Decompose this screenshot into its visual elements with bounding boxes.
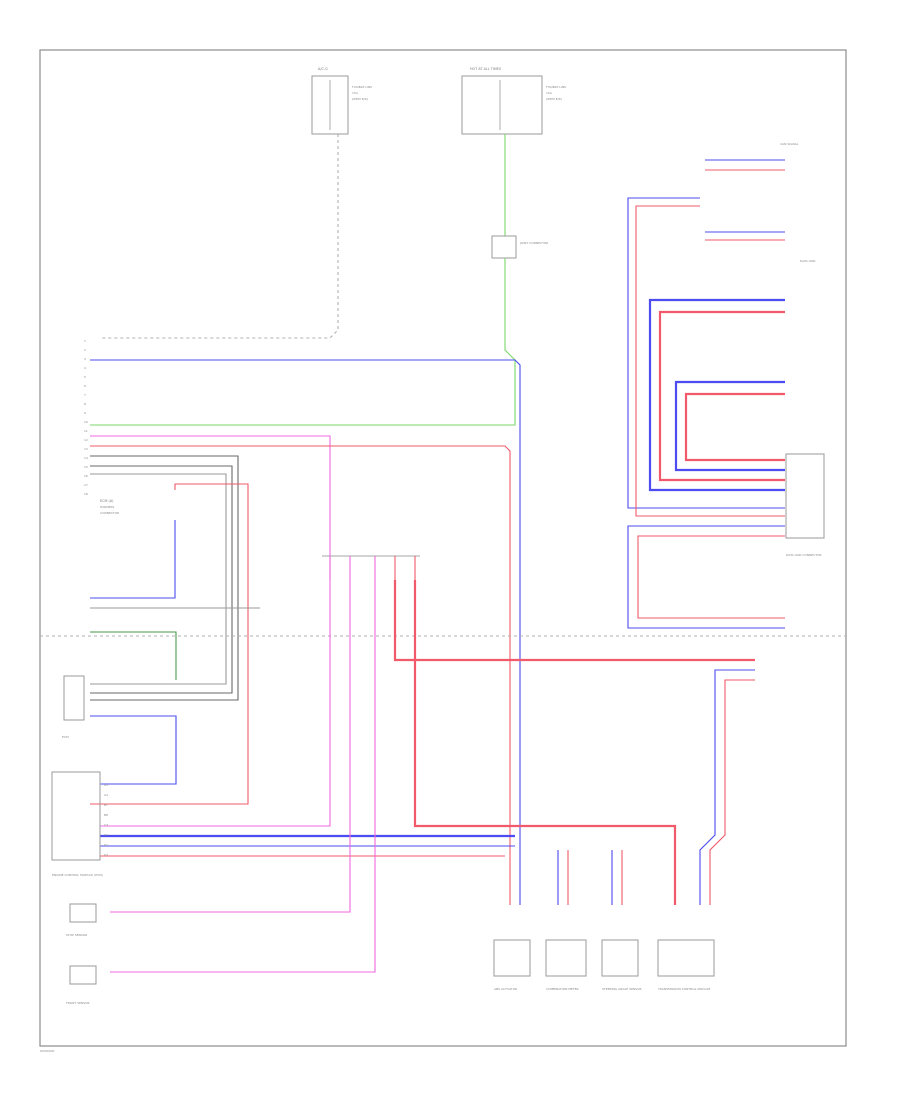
ecm-pin-label: B8: [104, 813, 108, 817]
ecm-pin-label: C3: [104, 823, 108, 827]
svg-text:15A: 15A: [352, 91, 359, 95]
top-left-connector: A/C-G FUSIBLE LINK 15A (IPDM E/R): [311, 67, 373, 135]
top-center-connector: HOT AT ALL TIMES FUSIBLE LINK 10A (IPDM …: [461, 67, 567, 135]
front-sensor: FRONT SENSOR: [66, 965, 97, 1005]
wire-pink-main: [90, 435, 331, 500]
ecm-pin-label: A4: [104, 793, 108, 797]
left-pin-label: 14: [84, 456, 88, 460]
left-pin-label: 3: [84, 357, 86, 361]
wire-tcm-red: [709, 679, 755, 905]
svg-text:A/C-G: A/C-G: [318, 67, 328, 71]
diagram-frame: [39, 49, 847, 1047]
wire-green-left: [90, 631, 177, 680]
left-pin-label: 6: [84, 384, 86, 388]
left-pin-label: 16: [84, 474, 88, 478]
wire-blue-cpu: [90, 715, 177, 785]
engine-ecm-module: ENGINE CONTROL MODULE (ECM) A3A4B7B8C3C4…: [51, 771, 108, 877]
bottom-module: TRANSMISSION CONTROL MODULE: [657, 939, 715, 991]
ecm-pin-label: A3: [104, 783, 108, 787]
left-pin-label: 12: [84, 438, 88, 442]
left-pin-label: 7: [84, 393, 86, 397]
wire-pink-stop: [110, 580, 351, 913]
svg-text:DATA LINK: DATA LINK: [800, 259, 816, 263]
svg-text:FUSIBLE LINK: FUSIBLE LINK: [546, 85, 567, 89]
wire-red-h2: [413, 580, 677, 905]
ecm-pin-label: B7: [104, 803, 108, 807]
wire-blue-left: [90, 520, 176, 599]
stop-sensor: STOP SENSOR: [66, 903, 97, 937]
bottom-module-label: TRANSMISSION CONTROL MODULE: [657, 987, 710, 991]
svg-text:DATA LINK CONNECTOR: DATA LINK CONNECTOR: [786, 553, 822, 557]
bottom-module-box: [545, 939, 587, 977]
left-pin-label: 13: [84, 447, 88, 451]
bottom-module: ABS ACTUATOR: [493, 939, 531, 991]
svg-text:HOT AT ALL TIMES: HOT AT ALL TIMES: [470, 67, 501, 71]
lbl-connector-a2: HARNESS: [100, 505, 114, 509]
left-pin-label: 8: [84, 402, 86, 406]
wire-dash-top: [100, 134, 339, 339]
splice-box: [322, 555, 420, 580]
left-pin-label: 2: [84, 348, 86, 352]
left-pin-label: 1: [84, 339, 86, 343]
lbl-connector-a3: CONNECTOR: [100, 511, 119, 515]
svg-text:FUSIBLE LINK: FUSIBLE LINK: [352, 85, 373, 89]
wire-pink-right: [100, 500, 331, 827]
svg-text:STOP SENSOR: STOP SENSOR: [66, 933, 87, 937]
svg-text:CAN SIGNAL: CAN SIGNAL: [780, 142, 799, 146]
mid-joint-connector: JOINT CONNECTOR: [491, 235, 548, 259]
bottom-module-box: [601, 939, 639, 977]
svg-text:JOINT CONNECTOR: JOINT CONNECTOR: [519, 241, 548, 245]
wire-gray-3: [90, 473, 227, 685]
wire-red-left: [90, 483, 249, 805]
svg-text:FRONT SENSOR: FRONT SENSOR: [66, 1001, 90, 1005]
bottom-module-label: ABS ACTUATOR: [494, 987, 517, 991]
wire-tcm-blue: [699, 669, 755, 905]
ecm-pin-label: D1: [104, 843, 108, 847]
svg-text:(IPDM E/R): (IPDM E/R): [546, 97, 562, 101]
left-pin-label: 4: [84, 366, 86, 370]
wire-green-main: [90, 258, 516, 426]
bottom-module-box: [657, 939, 715, 977]
svg-text:10A: 10A: [546, 91, 553, 95]
left-pin-label: 9: [84, 411, 86, 415]
wire-red-main: [90, 445, 511, 905]
left-pin-label: 17: [84, 483, 88, 487]
wire-gray-2: [90, 465, 233, 694]
wire-red-h1: [393, 580, 755, 662]
wire-blue-trunk: [90, 359, 521, 905]
svg-text:(IPDM E/R): (IPDM E/R): [352, 97, 368, 101]
left-pin-label: 15: [84, 465, 88, 469]
bottom-module: STEERING ANGLE SENSOR: [601, 939, 642, 991]
bottom-module-box: [493, 939, 531, 977]
bottom-module-label: STEERING ANGLE SENSOR: [602, 987, 642, 991]
left-pin-label: 11: [84, 429, 88, 433]
svg-text:ENGINE CONTROL MODULE (ECM): ENGINE CONTROL MODULE (ECM): [52, 873, 103, 877]
cpu-left-module: ECM: [62, 675, 85, 739]
ecm-pin-label: C4: [104, 833, 108, 837]
left-pin-label: 10: [84, 420, 88, 424]
svg-text:ECM: ECM: [62, 735, 69, 739]
right-can-area: CAN SIGNAL DATA LINK DATA LINK CONNECTOR: [627, 142, 825, 629]
left-pin-label: 18: [84, 492, 88, 496]
bottom-module-label: COMBINATION METER: [546, 987, 579, 991]
left-pin-label: 5: [84, 375, 86, 379]
lbl-connector-a: ECM (A): [100, 499, 114, 503]
bottom-module: COMBINATION METER: [545, 939, 587, 991]
ecm-pin-label: D2: [104, 853, 108, 857]
footer-code: W000000: [40, 1049, 55, 1053]
wire-gray-1: [90, 455, 239, 701]
wire-pink-front: [110, 580, 376, 973]
